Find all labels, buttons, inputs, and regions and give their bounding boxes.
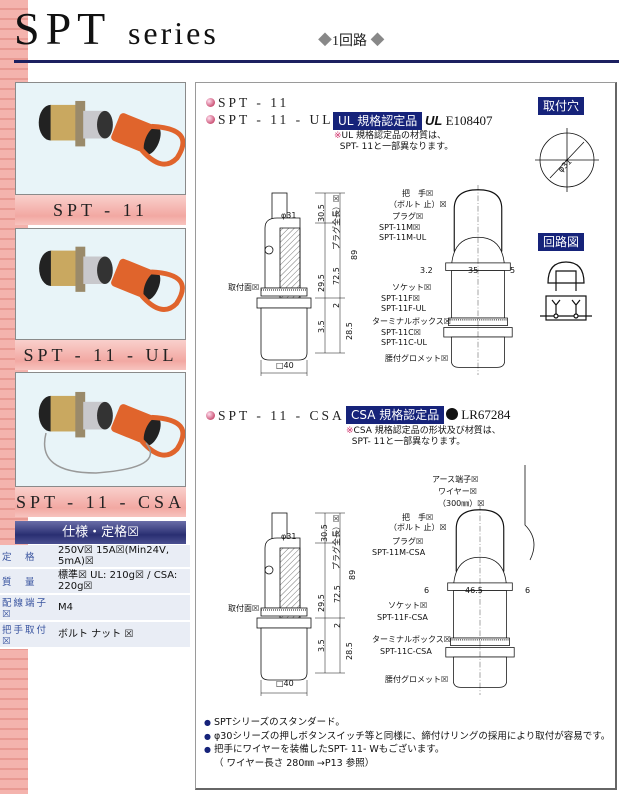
product-label: SPT - 11 bbox=[15, 195, 186, 225]
model-name: SPT - 11 - CSA bbox=[206, 408, 345, 424]
feature-item: ● φ30シリーズの押しボタンスイッチ等と同様に、締付けリングの採用により取付が… bbox=[204, 730, 611, 742]
product-label: SPT - 11 - CSA bbox=[15, 487, 186, 517]
title-rule bbox=[14, 60, 619, 63]
bullet-icon bbox=[206, 411, 215, 420]
product-label: SPT - 11 - UL bbox=[15, 340, 186, 370]
csa-note: ※CSA 規格認定品の形状及び材質は、 SPT- 11と一部異なります。 bbox=[346, 426, 501, 447]
page-title: SPT series bbox=[14, 3, 219, 54]
circuit-diagram-heading: 回路図 bbox=[538, 233, 585, 251]
spec-heading: 仕様・定格☒ bbox=[15, 521, 186, 544]
page-subtitle: ◆1回路 ◆ bbox=[318, 34, 385, 49]
feature-item: ● SPTシリーズのスタンダード。 bbox=[204, 717, 345, 728]
ul-cert: UL E108407 bbox=[425, 113, 493, 128]
spec-row: 把手取付☒ボルト ナット ☒ bbox=[0, 622, 190, 649]
model-name: SPT - 11 - UL bbox=[206, 112, 334, 128]
csa-logo bbox=[446, 408, 458, 420]
bullet-icon bbox=[206, 115, 215, 124]
spec-row: 質 量標準☒ UL: 210g☒ / CSA: 220g☒ bbox=[0, 569, 190, 595]
bullet-icon bbox=[206, 98, 215, 107]
feature-item: ● 把手にワイヤーを装備したSPT- 11- Wもございます。 bbox=[204, 744, 445, 755]
product-photo-spt-11-csa bbox=[15, 372, 186, 487]
csa-cert: LR67284 bbox=[446, 407, 510, 423]
spec-row: 配線端子☒M4 bbox=[0, 595, 190, 622]
csa-certified-badge: CSA 規格認定品 bbox=[346, 406, 445, 424]
model-name: SPT - 11 bbox=[206, 95, 289, 111]
product-photo-spt-11 bbox=[15, 82, 186, 195]
ul-note: ※UL 規格認定品の材質は、 SPT- 11と一部異なります。 bbox=[334, 131, 454, 152]
product-photo-spt-11-ul bbox=[15, 228, 186, 340]
drawing-panel bbox=[195, 82, 617, 790]
feature-item: （ ワイヤー長さ 280㎜ →P13 参照） bbox=[214, 757, 375, 769]
ul-logo: UL bbox=[425, 113, 443, 128]
ul-certified-badge: UL 規格認定品 bbox=[333, 112, 423, 130]
feature-list: ● SPTシリーズのスタンダード。 ● φ30シリーズの押しボタンスイッチ等と同… bbox=[204, 716, 614, 770]
mount-hole-heading: 取付穴 bbox=[538, 97, 585, 115]
